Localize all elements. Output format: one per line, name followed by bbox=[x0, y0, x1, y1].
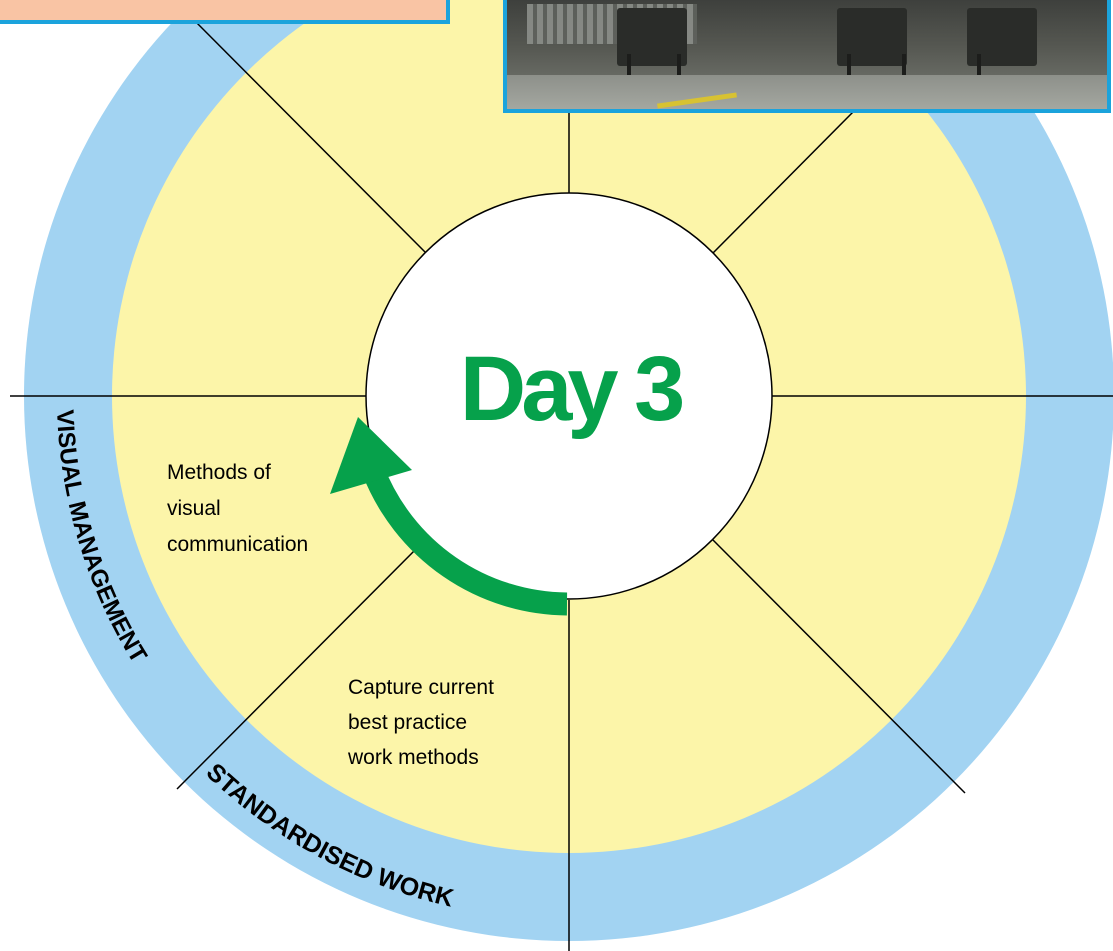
segment-line: visual bbox=[167, 497, 221, 520]
center-circle bbox=[365, 192, 773, 600]
segment-line: communication bbox=[167, 533, 308, 556]
segment-line: best practice bbox=[348, 711, 467, 734]
spoke-bottom-left bbox=[176, 539, 426, 790]
top-banner bbox=[0, 0, 450, 24]
workplace-photo bbox=[503, 0, 1111, 113]
wheel-spokes bbox=[10, 0, 1113, 951]
segment-line: Methods of bbox=[167, 461, 271, 484]
segment-best-practice: Capture current best practice work metho… bbox=[347, 676, 500, 769]
segment-visual-communication: Methods of visual communication bbox=[167, 461, 308, 556]
spoke-bottom-right bbox=[712, 539, 966, 794]
spoke-top-left bbox=[181, 7, 426, 253]
segment-line: work methods bbox=[347, 746, 479, 769]
photo-floor bbox=[507, 75, 1107, 109]
center-label: Day 3 bbox=[460, 338, 682, 440]
curved-arrow-icon bbox=[330, 417, 568, 616]
segment-line: Capture current bbox=[348, 676, 494, 699]
spoke-top-right bbox=[710, 109, 856, 256]
